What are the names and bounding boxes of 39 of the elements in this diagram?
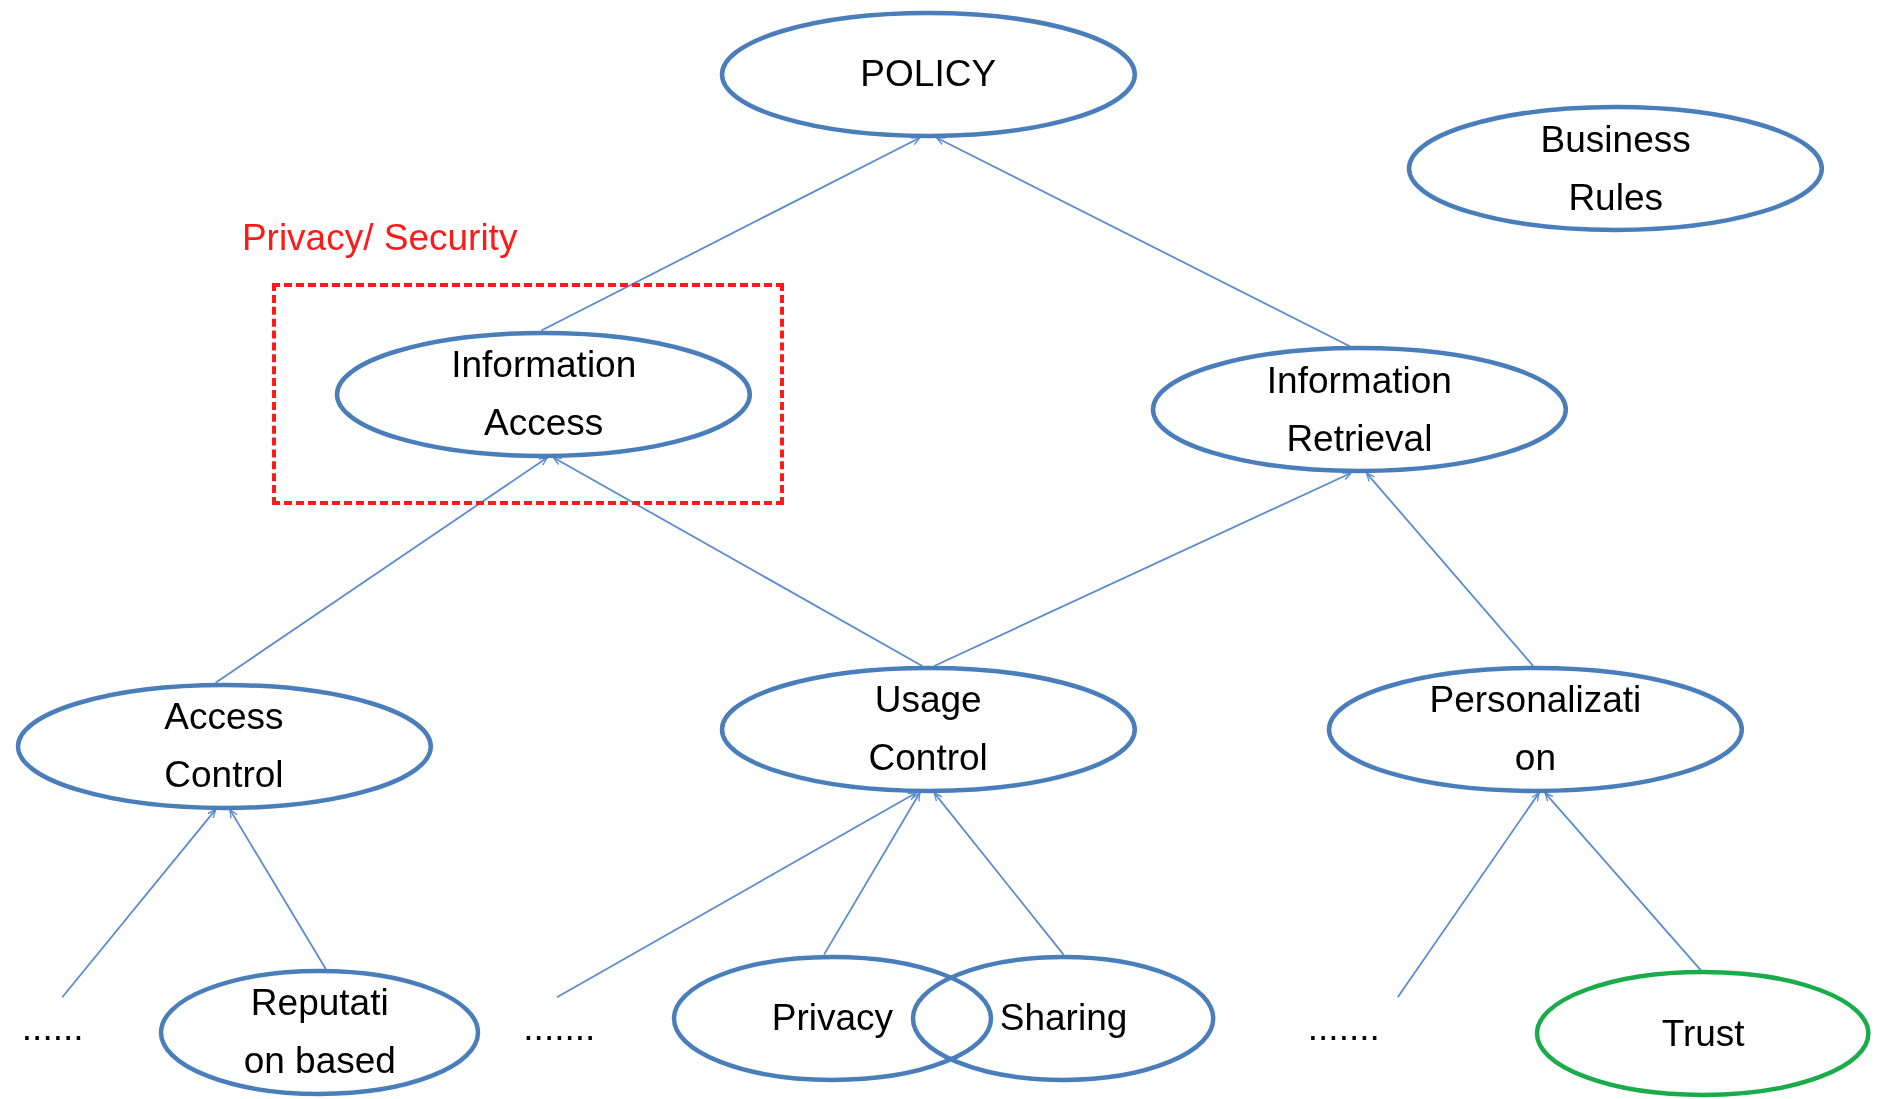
arrow (933, 472, 1352, 667)
arrow (1544, 791, 1702, 972)
arrow (823, 791, 921, 956)
node-label: Usage Control (867, 678, 989, 781)
ellipse-node (335, 330, 753, 458)
ellipse-node (1327, 665, 1744, 793)
arrow (214, 456, 549, 684)
ellipsis-text: ...... (21, 1005, 84, 1050)
ellipsis-text: ....... (523, 1005, 596, 1050)
arrow (229, 808, 327, 970)
ellipse-node (15, 682, 433, 810)
ellipse-node (1151, 346, 1568, 474)
arrow (1365, 472, 1534, 667)
arrow (556, 791, 918, 999)
arrow (540, 136, 921, 332)
ellipse-node (719, 665, 1137, 793)
node-label: Information Access (450, 343, 638, 446)
node-label: Trust (1661, 1011, 1745, 1056)
ellipse-node (1535, 970, 1871, 1098)
node-label: Privacy (771, 996, 894, 1041)
ellipse-node (1407, 105, 1825, 233)
node-label: Personalizati on (1428, 678, 1643, 781)
node-label: Reputati on based (242, 981, 397, 1084)
ellipse-node (911, 954, 1216, 1082)
node-label: Information Retrieval (1265, 358, 1453, 461)
node-label: Sharing (999, 996, 1128, 1041)
arrow (1396, 791, 1540, 999)
ellipse-node (159, 968, 481, 1096)
arrow (933, 791, 1065, 956)
arrow (935, 136, 1351, 348)
ellipse-node (671, 954, 993, 1082)
ellipsis-text: ....... (1307, 1005, 1380, 1050)
node-label: Access Control (163, 695, 285, 798)
arrow (552, 456, 924, 667)
node-label: POLICY (860, 52, 997, 97)
arrow (61, 808, 217, 999)
group-heading: Privacy/ Security (241, 216, 518, 258)
ellipse-node (719, 10, 1137, 138)
node-label: Business Rules (1539, 117, 1692, 220)
